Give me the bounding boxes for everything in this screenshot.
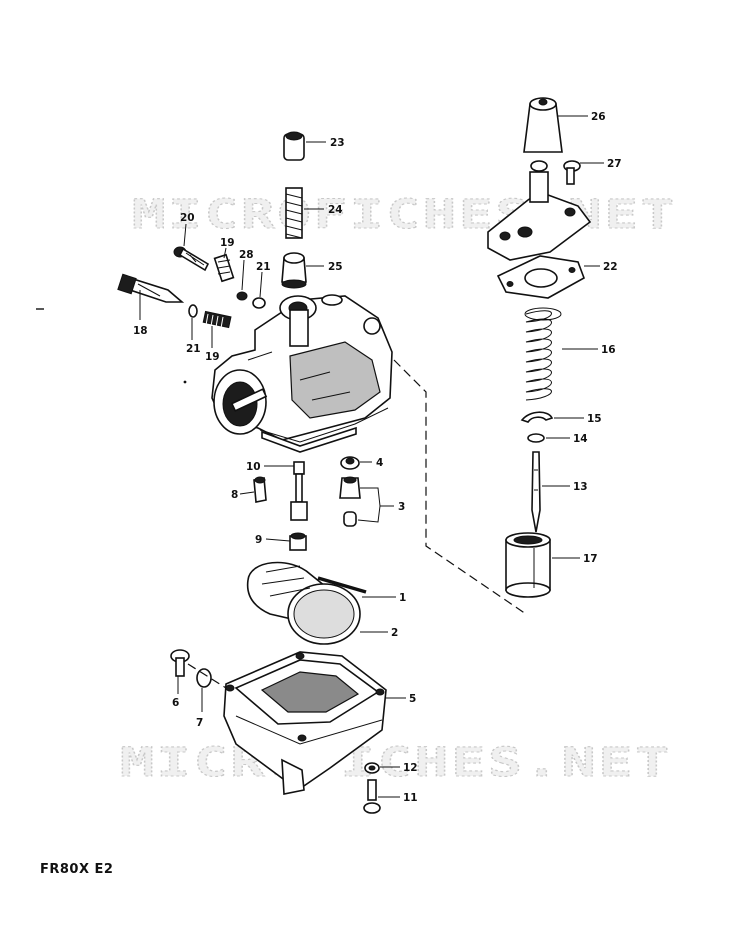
drain-screw <box>363 779 381 814</box>
callout-18: 18 <box>133 325 148 337</box>
callout-10: 10 <box>246 461 261 473</box>
air-jet <box>253 476 267 503</box>
pilot-jet-lower <box>343 511 357 527</box>
washer-28 <box>236 291 248 301</box>
float <box>246 561 361 645</box>
callout-22: 22 <box>603 261 618 273</box>
float-pin <box>317 576 367 594</box>
o-ring-lower <box>188 304 198 318</box>
needle-washer <box>527 433 545 443</box>
throttle-stop-screw <box>117 273 185 303</box>
main-jet <box>289 532 307 551</box>
starter-plunger <box>281 252 307 289</box>
callout-8: 8 <box>231 489 238 501</box>
carburetor-body <box>211 294 393 453</box>
callout-16: 16 <box>601 344 616 356</box>
top-gasket <box>496 255 585 299</box>
cable-adjuster-cap <box>523 97 563 153</box>
starter-cap <box>283 131 305 161</box>
spring-lower <box>202 310 232 329</box>
callouts: 20 19 28 21 18 21 19 23 24 25 26 27 22 1… <box>133 111 622 804</box>
o-ring-upper <box>252 297 266 309</box>
callout-1: 1 <box>399 592 406 604</box>
chamber-washer <box>196 668 212 688</box>
callout-26: 26 <box>591 111 606 123</box>
callout-3: 3 <box>398 501 405 513</box>
callout-27: 27 <box>607 158 622 170</box>
assembly-line-bolt <box>187 663 227 689</box>
throttle-valve <box>505 532 551 598</box>
callout-28: 28 <box>239 249 254 261</box>
drain-washer <box>364 762 380 774</box>
callout-23: 23 <box>330 137 345 149</box>
callout-17: 17 <box>583 553 598 565</box>
watermark-bottom: MICROFICHES.NET <box>120 740 672 786</box>
callout-21-lower: 21 <box>186 343 201 355</box>
callout-6: 6 <box>172 697 179 709</box>
model-code: FR80X E2 <box>40 862 114 877</box>
pilot-screw <box>173 246 210 272</box>
callout-19-lower: 19 <box>205 351 220 363</box>
top-screw <box>563 160 581 185</box>
jet-nut <box>340 456 360 470</box>
assembly-line <box>393 359 527 615</box>
watermark-top: MICROFICHES.NET <box>132 192 677 238</box>
callout-11: 11 <box>403 792 418 804</box>
spring-upper <box>213 253 235 283</box>
float-chamber <box>223 651 387 795</box>
pilot-jet-upper <box>339 476 361 499</box>
callout-9: 9 <box>255 534 262 546</box>
callout-12: 12 <box>403 762 418 774</box>
stray-dot <box>183 380 187 384</box>
throttle-spring <box>524 307 562 401</box>
callout-4: 4 <box>376 457 383 469</box>
needle-jet <box>290 461 308 521</box>
top-cover <box>487 160 592 261</box>
callout-5: 5 <box>409 693 416 705</box>
jet-needle <box>531 451 541 533</box>
callout-15: 15 <box>587 413 602 425</box>
callout-25: 25 <box>328 261 343 273</box>
needle-clip <box>520 411 554 423</box>
callout-21-upper: 21 <box>256 261 271 273</box>
callout-7: 7 <box>196 717 203 729</box>
chamber-bolt <box>170 649 190 677</box>
callout-14: 14 <box>573 433 588 445</box>
callout-19-upper: 19 <box>220 237 235 249</box>
callout-2: 2 <box>391 627 398 639</box>
callout-24: 24 <box>328 204 343 216</box>
callout-20: 20 <box>180 212 195 224</box>
callout-13: 13 <box>573 481 588 493</box>
starter-spring <box>285 187 303 239</box>
